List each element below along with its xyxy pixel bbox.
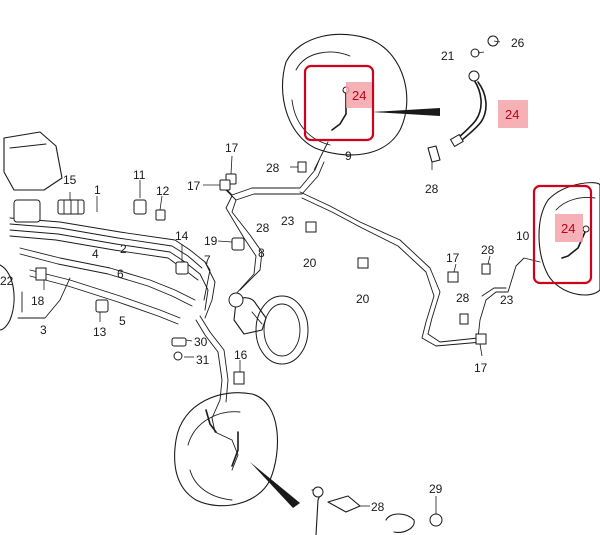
callout-20-b: 20 [356, 292, 370, 306]
callout-19: 19 [204, 234, 218, 248]
rear-brake-hose [561, 225, 590, 259]
callout-10: 10 [516, 229, 530, 243]
callout-9: 9 [345, 149, 352, 163]
callout-24-front: 24 [352, 88, 366, 103]
callout-6: 6 [117, 267, 124, 281]
left-edge-wheel [0, 264, 15, 331]
callout-28-e: 28 [456, 291, 470, 305]
callout-14: 14 [175, 229, 189, 243]
callout-13: 13 [93, 325, 107, 339]
wheel-pointer-rear [250, 462, 300, 508]
callout-15: 15 [63, 173, 77, 187]
main-brake-lines [9, 141, 541, 471]
detail-brake-hose [449, 35, 499, 148]
callout-28-f: 28 [371, 500, 385, 514]
callout-labels: 1 2 3 4 5 6 7 8 9 10 11 12 13 14 15 16 1… [0, 36, 575, 514]
rear-left-wheel [174, 392, 279, 507]
callout-28-c: 28 [425, 182, 439, 196]
callout-7: 7 [204, 253, 211, 267]
brake-booster [228, 292, 309, 365]
callout-2: 2 [120, 242, 127, 256]
highlight-rear-hose[interactable] [532, 184, 593, 285]
wheel-pointer-front [372, 108, 440, 116]
brackets-and-clips [3, 131, 491, 535]
callout-22: 22 [0, 274, 14, 288]
callout-23-a: 23 [281, 214, 295, 228]
highlight-detail-hose[interactable] [498, 100, 528, 128]
callout-11: 11 [133, 168, 146, 182]
callout-4: 4 [92, 247, 99, 261]
callout-8: 8 [258, 246, 265, 260]
callout-29: 29 [429, 482, 443, 496]
callout-3: 3 [40, 323, 47, 337]
callout-20-a: 20 [303, 256, 317, 270]
front-left-wheel [282, 33, 408, 156]
callout-31: 31 [196, 353, 210, 367]
callout-28-b: 28 [256, 221, 270, 235]
callout-18: 18 [31, 294, 45, 308]
callout-28-d: 28 [481, 243, 495, 257]
callout-17-b: 17 [187, 179, 201, 193]
callout-26: 26 [511, 36, 525, 50]
callout-17-a: 17 [225, 141, 239, 155]
callout-16: 16 [234, 348, 248, 362]
callout-23-b: 23 [500, 293, 514, 307]
callout-30: 30 [194, 335, 208, 349]
callout-5: 5 [119, 314, 126, 328]
callout-1: 1 [94, 183, 101, 197]
rear-left-hose [205, 409, 239, 467]
callout-24-detail: 24 [505, 107, 519, 122]
highlight-front-hose[interactable] [303, 64, 375, 142]
callout-24-rear: 24 [561, 221, 575, 236]
leader-lines [43, 40, 501, 514]
callout-12: 12 [156, 184, 170, 198]
callout-17-c: 17 [446, 251, 460, 265]
callout-21: 21 [441, 49, 455, 63]
callout-17-d: 17 [474, 361, 488, 375]
callout-28-a: 28 [266, 161, 280, 175]
